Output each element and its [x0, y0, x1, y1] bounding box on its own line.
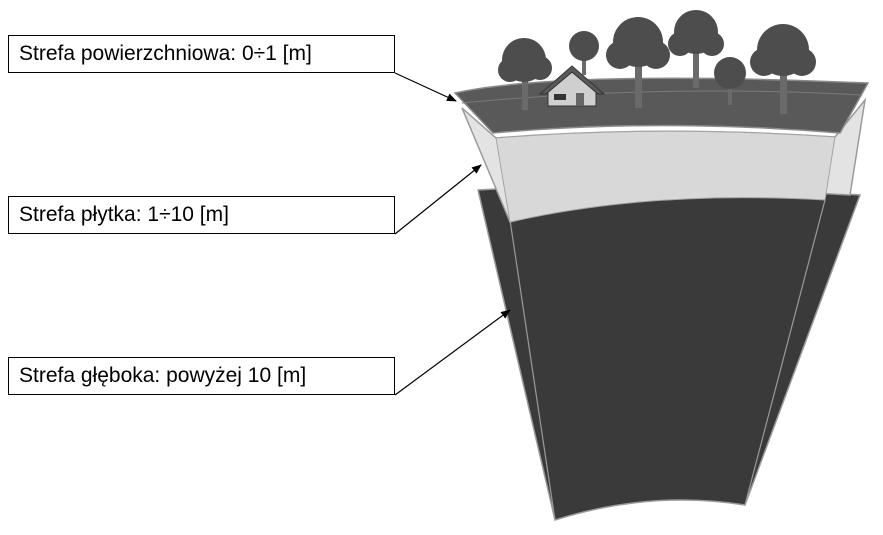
deep-zone-edge-left [509, 219, 556, 521]
tree-icon [569, 31, 599, 75]
arrow-icon [394, 72, 457, 102]
surface-zone-label: Strefa powierzchniowa: 0÷1 [m] [8, 35, 395, 73]
tree-icon [498, 38, 552, 110]
shallow-zone-label: Strefa płytka: 1÷10 [m] [8, 196, 395, 234]
shallow-zone-front-face [495, 130, 836, 223]
deep-zone-block [477, 185, 862, 521]
surface-zone-rim [461, 90, 863, 104]
house-icon [538, 65, 606, 107]
deep-zone-label: Strefa głęboka: powyżej 10 [m] [8, 357, 395, 395]
surface-zone-top [453, 77, 870, 134]
tree-icon [714, 57, 746, 105]
tree-icon [668, 10, 724, 88]
arrow-icon [394, 164, 482, 235]
deep-zone-edge-right [744, 199, 826, 506]
tree-icon [606, 17, 670, 108]
tree-icon [750, 24, 816, 114]
arrow-icon [394, 309, 511, 396]
